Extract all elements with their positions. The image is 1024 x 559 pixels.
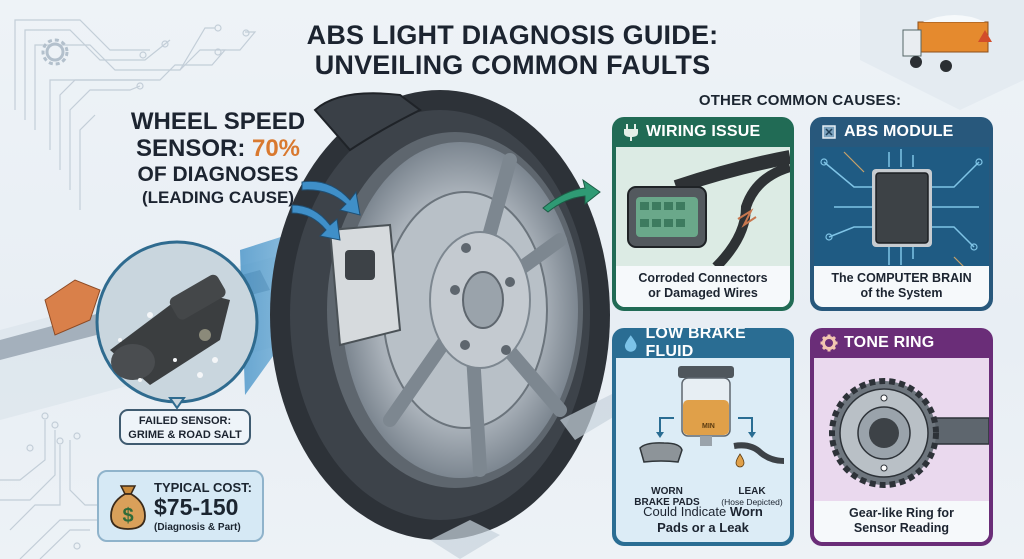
wiring-connector-illustration <box>627 150 790 271</box>
plug-icon <box>624 124 638 141</box>
gear-icon <box>820 334 838 352</box>
arrow-to-other-causes <box>542 178 601 213</box>
card-title: LOW BRAKE FLUID <box>645 328 746 360</box>
worn-pads-label-line-2: BRAKE PADS <box>634 497 700 508</box>
caption-line-1: Gear-like Ring for <box>849 506 954 520</box>
caption-line-1: Could Indicate Worn <box>616 504 790 520</box>
card-title: TONE RING <box>844 334 935 351</box>
caption-line-1: The COMPUTER BRAIN <box>831 271 972 285</box>
card-abs-module: ABS MODULE The COMPUTER BRAIN of the Sys… <box>810 117 993 311</box>
cost-label: TYPICAL COST: <box>154 480 252 495</box>
wheel-illustration <box>270 90 610 540</box>
arrow-to-caliper-1 <box>301 180 361 216</box>
card-wiring-issue: WIRING ISSUE Corroded Connectors or Dama… <box>612 117 794 311</box>
leading-cause-line-3: OF DIAGNOSES <box>137 163 299 186</box>
card-caption: Gear-like Ring for Sensor Reading <box>814 501 989 542</box>
page-title: ABS LIGHT DIAGNOSIS GUIDE: UNVEILING COM… <box>250 20 775 80</box>
card-body: The COMPUTER BRAIN of the System <box>814 147 989 307</box>
leading-cause-line-4: (LEADING CAUSE) <box>141 188 295 207</box>
card-body: Corroded Connectors or Damaged Wires <box>616 147 790 307</box>
title-line-1: ABS LIGHT DIAGNOSIS GUIDE: <box>306 20 719 50</box>
circuit-board-illustration <box>820 149 983 268</box>
worn-pads-label-line-1: WORN <box>651 486 683 497</box>
tone-ring-illustration <box>829 378 989 488</box>
caption-bold-2: Pads or a Leak <box>657 520 749 535</box>
other-causes-heading: OTHER COMMON CAUSES: <box>698 92 902 109</box>
caption-prefix: Could Indicate <box>643 504 730 519</box>
sensor-label: SENSOR: <box>135 135 252 162</box>
caption-line-2: Pads or a Leak <box>616 520 790 536</box>
gear-decoration-icon <box>41 38 69 66</box>
caption-line-2: or Damaged Wires <box>648 286 758 300</box>
sensor-closeup-illustration <box>95 240 259 410</box>
card-header: ABS MODULE <box>810 117 993 147</box>
title-line-2: UNVEILING COMMON FAULTS <box>314 50 711 80</box>
money-bag-icon: $ <box>110 485 146 530</box>
droplet-icon <box>624 335 637 352</box>
typical-cost-box: $ TYPICAL COST: $75-150 (Diagnosis & Par… <box>97 470 264 542</box>
cost-value: $75-150 <box>154 494 239 520</box>
salt-truck-illustration <box>860 0 1024 110</box>
caption-bold-1: Worn <box>729 504 763 519</box>
card-caption: Corroded Connectors or Damaged Wires <box>616 266 790 307</box>
leak-drop-icon <box>735 453 745 468</box>
worn-pads-label: WORN BRAKE PADS <box>632 486 702 508</box>
card-low-brake-fluid: LOW BRAKE FLUID MIN WORN BRAKE PADS LEAK… <box>612 328 794 546</box>
card-title: WIRING ISSUE <box>646 123 761 140</box>
cost-note: (Diagnosis & Part) <box>154 522 241 533</box>
failed-sensor-callout: FAILED SENSOR: GRIME & ROAD SALT <box>119 409 251 445</box>
arrow-to-caliper-2 <box>291 204 341 241</box>
leak-label-line-2: (Hose Depicted) <box>721 497 783 507</box>
brake-pad-icon <box>639 442 683 463</box>
hose-icon <box>733 442 785 464</box>
card-header: TONE RING <box>810 328 993 358</box>
reservoir-min-label: MIN <box>702 423 715 430</box>
card-tone-ring: TONE RING Gear-like Ring for Sensor Read… <box>810 328 993 546</box>
card-body: MIN WORN BRAKE PADS LEAK (Hose Depicted)… <box>616 358 790 542</box>
card-header: WIRING ISSUE <box>612 117 794 147</box>
card-header: LOW BRAKE FLUID <box>612 328 794 360</box>
leading-cause-line-2: SENSOR: 70% <box>108 135 328 162</box>
leak-label: LEAK (Hose Depicted) <box>714 486 790 508</box>
snow-shovel <box>44 279 101 336</box>
pointer-arrows <box>291 180 361 241</box>
card-caption: The COMPUTER BRAIN of the System <box>814 266 989 307</box>
caption-line-2: of the System <box>860 286 943 300</box>
svg-text:$: $ <box>122 505 133 527</box>
chip-icon <box>822 125 836 139</box>
callout-line-1: FAILED SENSOR: <box>138 415 232 427</box>
card-caption: Could Indicate Worn Pads or a Leak <box>616 499 790 542</box>
circuit-decoration <box>14 19 257 210</box>
leak-label-line-1: LEAK <box>738 486 766 497</box>
callout-line-2: GRIME & ROAD SALT <box>128 429 242 441</box>
caption-line-1: Corroded Connectors <box>638 271 768 285</box>
leading-cause-line-1: WHEEL SPEED <box>130 108 306 135</box>
card-title: ABS MODULE <box>844 123 954 140</box>
leading-cause-block: WHEEL SPEED SENSOR: 70% OF DIAGNOSES (LE… <box>108 108 328 209</box>
card-body: Gear-like Ring for Sensor Reading <box>814 358 989 542</box>
leading-cause-percent: 70% <box>251 135 301 162</box>
brake-fluid-illustration: MIN <box>639 366 785 468</box>
caption-line-2: Sensor Reading <box>853 521 950 535</box>
